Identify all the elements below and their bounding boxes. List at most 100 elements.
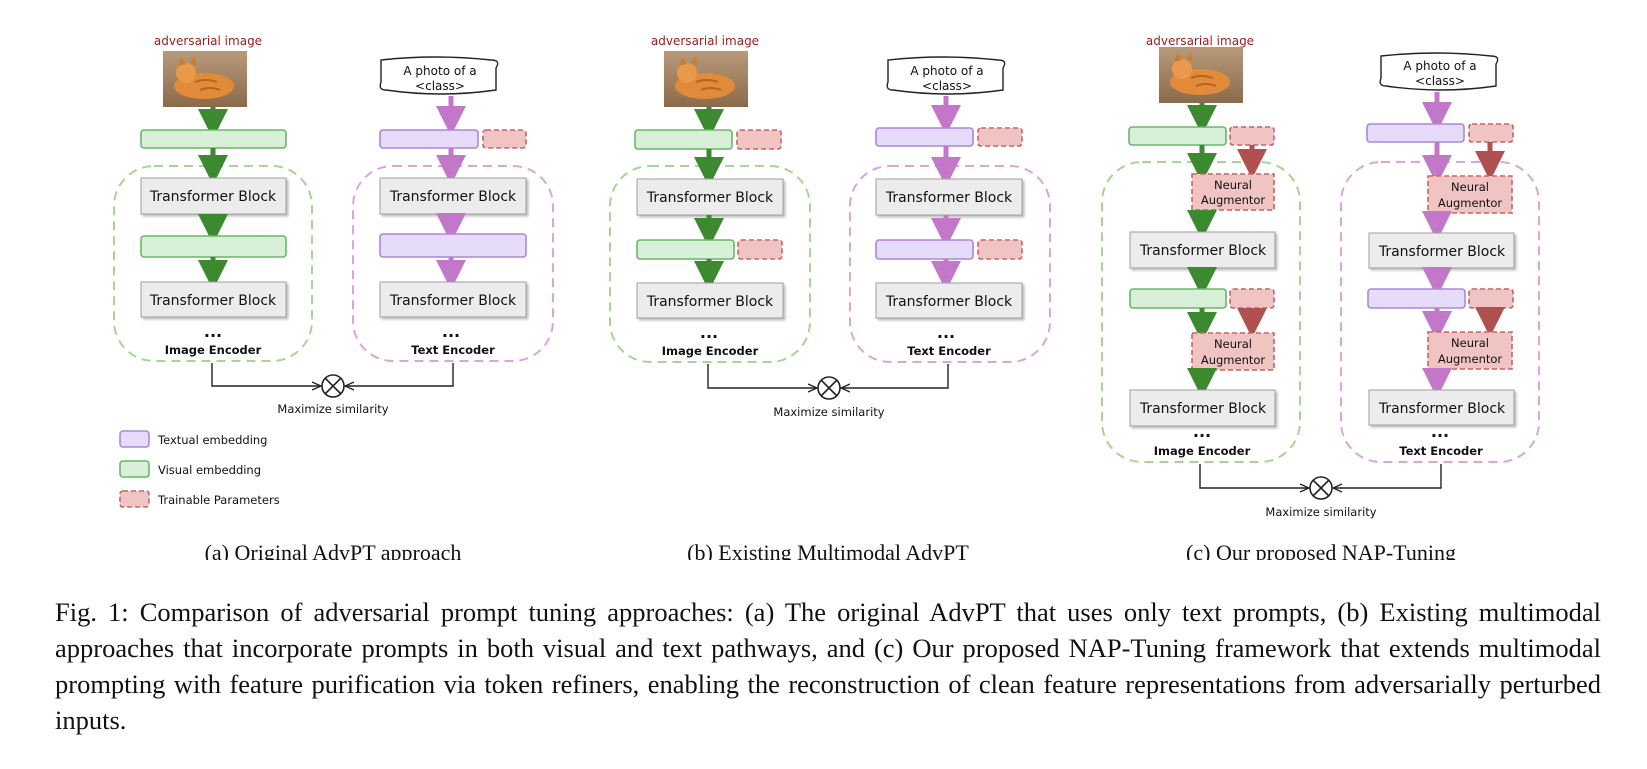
svg-text:Neural: Neural [1451, 336, 1489, 350]
transformer-block-label: Transformer Block [885, 190, 1013, 206]
legend-swatch-trainable [119, 490, 150, 508]
neural-augmentor [1191, 332, 1275, 371]
transformer-block [636, 282, 784, 319]
trainable-parameters [736, 129, 782, 150]
transformer-block [875, 178, 1023, 216]
similarity-operator-icon [321, 374, 345, 398]
similarity-operator-icon [817, 376, 841, 400]
text-encoder-label: Text Encoder [411, 343, 495, 357]
subcaption-c: (c) Our proposed NAP-Tuning [1186, 540, 1456, 560]
svg-text:<class>: <class> [1415, 74, 1465, 88]
cat-image [1159, 47, 1243, 103]
textual-embedding [875, 127, 974, 147]
ellipsis: ... [700, 323, 718, 342]
visual-embedding [634, 129, 733, 150]
svg-text:<class>: <class> [415, 79, 465, 93]
trainable-parameters [482, 129, 527, 149]
svg-text:Augmentor: Augmentor [1438, 352, 1503, 366]
transformer-block-label: Transformer Block [646, 294, 774, 310]
subcaption-a: (a) Original AdvPT approach [205, 540, 462, 560]
visual-embedding [1129, 288, 1227, 309]
visual-embedding [140, 129, 287, 149]
svg-text:A photo of a: A photo of a [910, 64, 983, 78]
ellipsis: ... [1431, 422, 1449, 441]
panel-c: adversarial image Neural Augmentor Trans… [1101, 34, 1540, 519]
transformer-block-label: Transformer Block [389, 189, 517, 205]
svg-text:Augmentor: Augmentor [1201, 353, 1266, 367]
transformer-block-label: Transformer Block [885, 294, 1013, 310]
text-encoder-label: Text Encoder [907, 344, 991, 358]
ellipsis: ... [204, 322, 222, 341]
ellipsis: ... [442, 322, 460, 341]
image-encoder-label: Image Encoder [165, 343, 262, 357]
legend-label-trainable: Trainable Parameters [157, 493, 280, 507]
maximize-similarity-label: Maximize similarity [773, 405, 884, 419]
image-encoder-label: Image Encoder [1154, 444, 1251, 458]
legend: Textual embedding Visual embedding Train… [119, 430, 280, 508]
transformer-block-label: Transformer Block [1378, 244, 1506, 260]
transformer-block-label: Transformer Block [646, 190, 774, 206]
panel-b: adversarial image Transformer Block Tran… [609, 34, 1051, 419]
svg-text:Neural: Neural [1214, 178, 1252, 192]
transformer-block-label: Transformer Block [149, 189, 277, 205]
transformer-block [1368, 389, 1515, 426]
panel-a: adversarial image Transformer Block Tran… [113, 34, 554, 508]
ellipsis: ... [937, 323, 955, 342]
trainable-parameters [977, 239, 1023, 260]
legend-swatch-visual [119, 460, 150, 478]
figure-diagram: adversarial image Transformer Block Tran… [113, 34, 1540, 560]
svg-text:A photo of a: A photo of a [1403, 59, 1476, 73]
image-encoder-boundary [1101, 161, 1301, 463]
transformer-block [379, 177, 527, 215]
transformer-block [1129, 389, 1276, 427]
legend-label-textual: Textual embedding [157, 433, 267, 447]
textual-embedding [379, 129, 479, 149]
legend-label-visual: Visual embedding [158, 463, 261, 477]
prompt-banner: A photo of a <class> [1379, 52, 1499, 91]
adversarial-image-label: adversarial image [1146, 34, 1254, 48]
prompt-banner: A photo of a <class> [886, 56, 1006, 95]
trainable-parameters [1229, 126, 1275, 146]
transformer-block [379, 281, 527, 318]
figure-caption: Fig. 1: Comparison of adversarial prompt… [55, 597, 1601, 735]
transformer-block-label: Transformer Block [1139, 401, 1267, 417]
svg-text:Neural: Neural [1451, 180, 1489, 194]
svg-text:Augmentor: Augmentor [1201, 193, 1266, 207]
textual-embedding [379, 233, 527, 258]
transformer-block-label: Transformer Block [149, 293, 277, 309]
transformer-block [140, 281, 287, 318]
trainable-parameters [1468, 123, 1514, 143]
adversarial-image-label: adversarial image [651, 34, 759, 48]
textual-embedding [1367, 288, 1466, 309]
image-encoder-label: Image Encoder [662, 344, 759, 358]
subcaption-b: (b) Existing Multimodal AdvPT [687, 540, 969, 560]
textual-embedding [875, 239, 974, 260]
cat-image [664, 51, 748, 107]
maximize-similarity-label: Maximize similarity [1265, 505, 1376, 519]
prompt-banner: A photo of a <class> [379, 56, 499, 95]
text-encoder-label: Text Encoder [1399, 444, 1483, 458]
svg-text:A photo of a: A photo of a [403, 64, 476, 78]
trainable-parameters [737, 239, 783, 260]
neural-augmentor [1191, 173, 1275, 211]
transformer-block [636, 178, 784, 216]
transformer-block [140, 177, 287, 215]
ellipsis: ... [1193, 422, 1211, 441]
legend-swatch-textual [119, 430, 150, 448]
neural-augmentor [1427, 175, 1513, 214]
transformer-block-label: Transformer Block [389, 293, 517, 309]
transformer-block-label: Transformer Block [1139, 243, 1267, 259]
transformer-block [1368, 232, 1515, 269]
visual-embedding [636, 239, 735, 260]
svg-text:Augmentor: Augmentor [1438, 196, 1503, 210]
trainable-parameters [977, 127, 1023, 147]
transformer-block [875, 282, 1023, 319]
svg-text:Neural: Neural [1214, 337, 1252, 351]
textual-embedding [1366, 123, 1465, 143]
neural-augmentor [1427, 331, 1513, 370]
adversarial-image-label: adversarial image [154, 34, 262, 48]
visual-embedding [140, 235, 287, 258]
visual-embedding [1128, 126, 1227, 146]
similarity-operator-icon [1309, 476, 1333, 500]
trainable-parameters [1229, 288, 1275, 309]
